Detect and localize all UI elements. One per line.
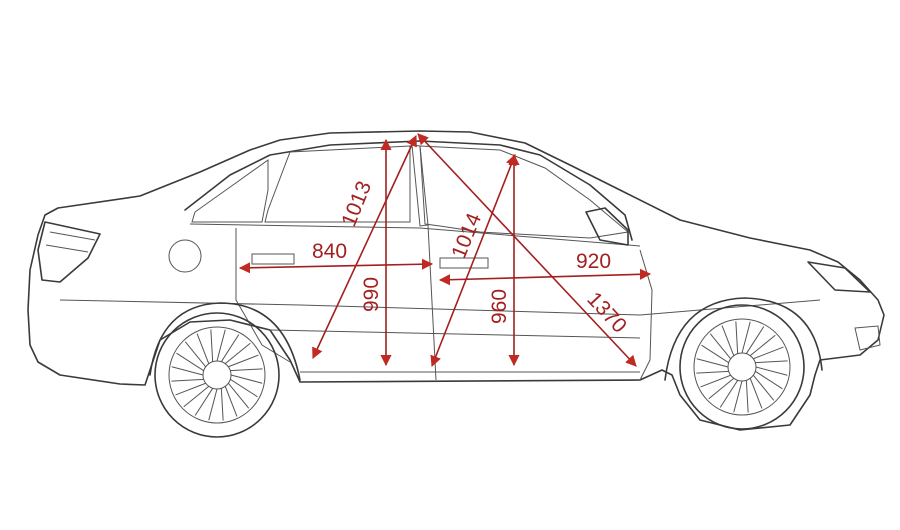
- wheel-spoke: [745, 380, 749, 413]
- wheel-spoke: [709, 333, 732, 360]
- wheel-spoke: [700, 374, 731, 388]
- front-window: [419, 145, 630, 239]
- wheel-spoke: [719, 380, 739, 408]
- wheel-spoke: [735, 321, 739, 354]
- rear-wheel-arch: [149, 302, 301, 381]
- rear-door-handle: [251, 253, 295, 265]
- wheel-spoke: [696, 370, 729, 374]
- wheel-spoke: [753, 346, 784, 360]
- label-rear-door-width: 920: [576, 250, 611, 273]
- wheel-spoke: [183, 385, 210, 408]
- wheel-spoke: [224, 342, 251, 365]
- wheel-spoke: [701, 344, 729, 364]
- wheel-spoke: [171, 366, 204, 376]
- fog-light: [854, 325, 881, 351]
- dimension-labels: 840 920 990 960 1013 1014 1370: [312, 178, 631, 338]
- wheel-spoke: [741, 321, 751, 354]
- front-door-diagonal-arrow: [312, 134, 417, 360]
- wheel-spoke: [208, 388, 218, 421]
- wheel-spoke: [749, 334, 776, 357]
- label-front-door-width: 840: [312, 240, 347, 263]
- label-rear-door-diagonal: 1014: [447, 210, 486, 262]
- wheel-spoke: [733, 380, 743, 413]
- wheel-spoke: [755, 360, 788, 364]
- wheel-spoke: [171, 378, 204, 382]
- wheel-spoke: [194, 388, 214, 416]
- wheel-spoke: [696, 358, 729, 368]
- wheel-spoke: [228, 354, 259, 368]
- front-wheel-arch: [664, 297, 823, 381]
- wheel-spoke: [196, 333, 210, 364]
- front-door-width-arrow: [238, 258, 434, 274]
- wheel-spoke: [230, 378, 258, 398]
- wheel-spoke: [227, 382, 250, 409]
- wheel-spoke: [755, 366, 788, 376]
- rear-door-edge: [235, 228, 291, 363]
- wheel-spoke: [752, 374, 775, 401]
- wheel-spoke: [721, 325, 735, 356]
- wheel-spoke: [230, 368, 263, 372]
- rear-door-width-arrow: [438, 268, 652, 286]
- label-front-door-height: 990: [360, 277, 383, 312]
- tail-light-inner: [45, 231, 96, 253]
- fuel-cap: [168, 239, 202, 273]
- rear-wheel: [154, 312, 280, 438]
- wheel-spoke: [749, 378, 763, 409]
- rear-quarter-glass: [191, 159, 269, 223]
- belt-line: [189, 223, 641, 247]
- dimension-arrows: [238, 133, 652, 368]
- car-body-silhouette: [27, 130, 885, 431]
- front-wheel: [679, 304, 805, 430]
- wheel-spoke: [210, 329, 214, 362]
- wheel-spoke: [708, 377, 735, 400]
- head-light: [807, 261, 871, 293]
- wheel-spoke: [216, 329, 226, 362]
- wheel-spoke: [224, 386, 238, 417]
- long-diagonal-arrow: [417, 133, 637, 367]
- b-pillar: [411, 144, 429, 227]
- wheel-spoke: [755, 370, 783, 390]
- label-long-diagonal: 1370: [582, 288, 631, 338]
- wheel-spoke: [220, 334, 240, 362]
- wheel-spoke: [745, 326, 765, 354]
- wheel-spoke: [176, 352, 204, 372]
- tail-light: [37, 221, 101, 283]
- wheel-spoke: [175, 382, 206, 396]
- wheel-spoke: [184, 341, 207, 368]
- rear-window: [264, 145, 411, 223]
- wheel-spoke: [230, 374, 263, 384]
- label-rear-door-height: 960: [488, 289, 511, 324]
- wheel-spoke: [220, 388, 224, 421]
